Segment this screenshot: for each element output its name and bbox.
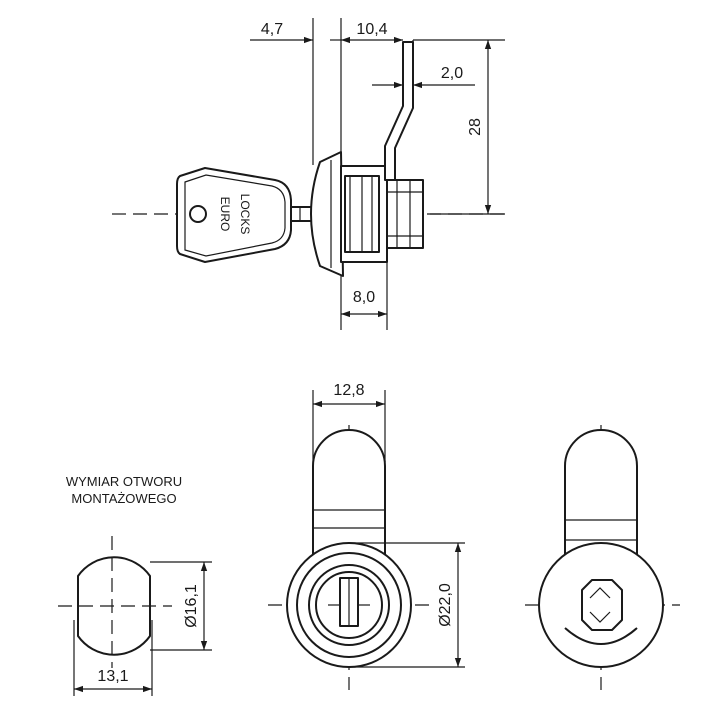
mounting-hole-view: WYMIAR OTWORU MONTAŻOWEGO Ø16,1 13,1 — [58, 474, 212, 696]
dim-label-28: 28 — [467, 118, 484, 136]
key-bow-inner-outline — [184, 174, 286, 257]
cam-housing — [386, 179, 424, 249]
front-view: 12,8 Ø22,0 — [268, 382, 465, 690]
mounting-hole-outline — [77, 556, 151, 656]
lock-flange — [310, 151, 344, 277]
front-cylinder-outer — [308, 564, 390, 646]
side-view: EURO LOCKS 4,7 — [112, 18, 510, 330]
key-brand-text-locks: LOCKS — [238, 194, 252, 235]
cam-arm — [384, 41, 414, 181]
mounting-hole-caption-line-2: MONTAŻOWEGO — [71, 491, 176, 506]
dim-label-8-0: 8,0 — [353, 289, 375, 306]
rear-cam-base-arc — [564, 627, 638, 645]
key-bow — [176, 167, 292, 263]
dim-label-16-1: Ø16,1 — [183, 584, 200, 628]
key-brand-text-euro: EURO — [218, 197, 232, 232]
mounting-hole-caption-line-1: WYMIAR OTWORU — [66, 474, 182, 489]
dim-label-10-4: 10,4 — [356, 21, 387, 38]
dim-label-22-0: Ø22,0 — [437, 583, 454, 627]
rear-drive-cross — [589, 587, 611, 623]
rear-drive-square — [581, 579, 623, 631]
front-cylinder-inner — [315, 571, 383, 639]
dim-label-12-8: 12,8 — [333, 382, 364, 399]
rear-cam-arm — [564, 429, 638, 565]
dim-label-2-0: 2,0 — [441, 65, 463, 82]
dim-label-4-7: 4,7 — [261, 21, 283, 38]
key-hole — [189, 205, 207, 223]
front-cam-arm — [312, 429, 386, 565]
front-flange-ring — [296, 552, 402, 658]
dim-label-13-1: 13,1 — [97, 668, 128, 685]
rear-view — [525, 425, 680, 690]
